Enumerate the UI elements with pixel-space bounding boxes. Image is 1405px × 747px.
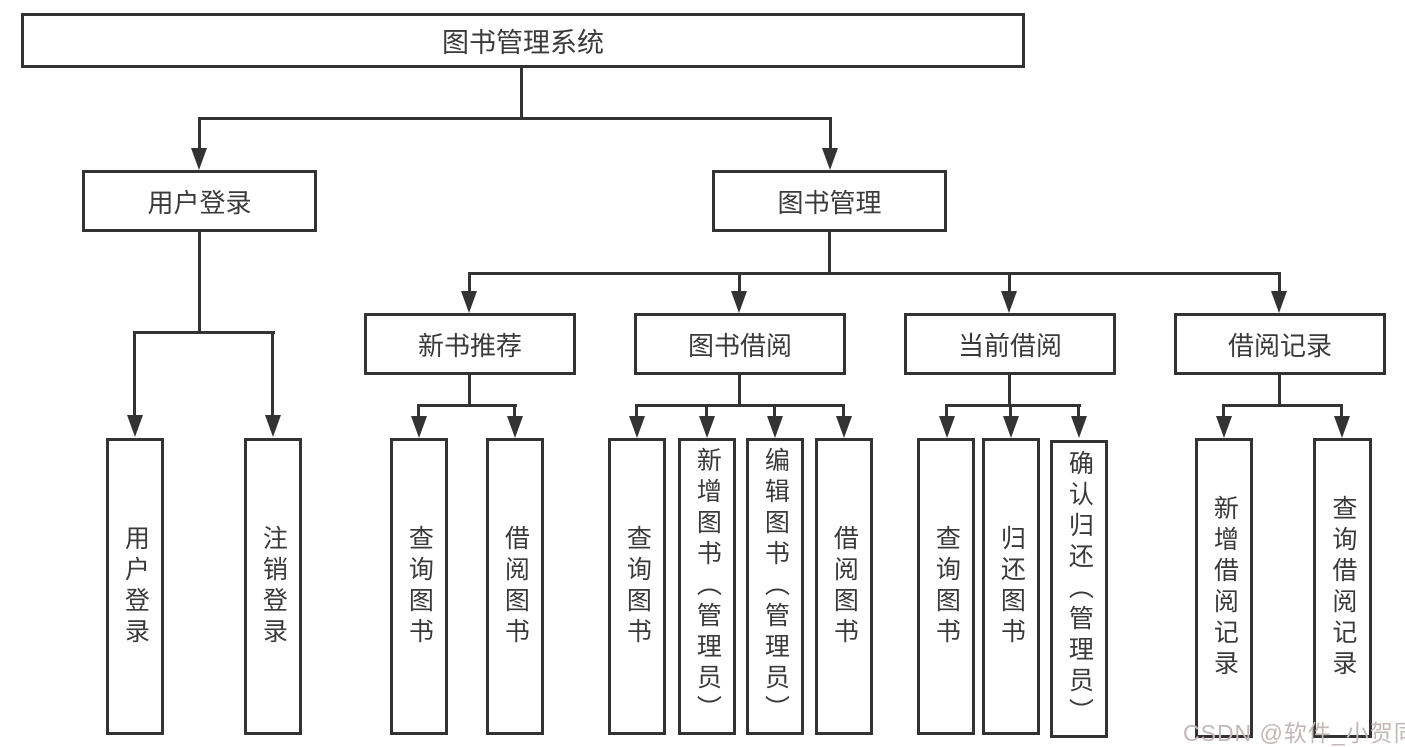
node-label: 当前借阅 xyxy=(957,330,1062,361)
connector-line xyxy=(1008,272,1011,293)
connector-line xyxy=(133,331,136,415)
node-label: 图书借阅 xyxy=(687,330,792,361)
connector-line xyxy=(198,117,201,150)
node-label: 归还图书 xyxy=(997,524,1026,649)
node-user-login-leaf: 用户登录 xyxy=(106,438,164,735)
arrow-down-icon xyxy=(1216,416,1232,438)
connector-line xyxy=(417,404,517,407)
node-return-books: 归还图书 xyxy=(982,438,1040,735)
node-current-borrowing: 当前借阅 xyxy=(904,313,1116,375)
connector-line xyxy=(1278,272,1281,293)
node-query-books-borrow: 查询图书 xyxy=(608,438,666,735)
node-label: 图书管理 xyxy=(777,187,882,218)
node-confirm-return-admin: 确认归还（管理员） xyxy=(1050,440,1108,738)
connector-line xyxy=(520,68,523,120)
connector-line xyxy=(1340,404,1343,418)
node-book-management: 图书管理 xyxy=(712,170,947,232)
connector-line xyxy=(1009,404,1012,418)
node-query-borrow-record: 查询借阅记录 xyxy=(1313,438,1372,738)
arrow-down-icon xyxy=(1003,416,1019,438)
connector-line xyxy=(468,272,1280,275)
arrow-down-icon xyxy=(629,416,645,438)
arrow-down-icon xyxy=(1001,291,1017,313)
node-user-login: 用户登录 xyxy=(82,170,317,232)
node-label: 借阅图书 xyxy=(501,524,530,649)
arrow-down-icon xyxy=(461,291,477,313)
arrow-down-icon xyxy=(507,416,523,438)
connector-line xyxy=(773,404,776,418)
node-label: 图书管理系统 xyxy=(442,28,604,58)
arrow-down-icon xyxy=(1271,291,1287,313)
node-label: 用户登录 xyxy=(147,187,252,218)
node-new-book-recommendation: 新书推荐 xyxy=(364,313,576,375)
arrow-down-icon xyxy=(822,148,838,170)
node-label: 新书推荐 xyxy=(417,330,522,361)
node-query-books-recommend: 查询图书 xyxy=(390,438,448,735)
connector-line xyxy=(1222,404,1225,418)
node-label: 查询图书 xyxy=(932,524,961,649)
connector-line xyxy=(468,272,471,293)
connector-line xyxy=(1278,375,1281,407)
csdn-watermark: CSDN @软件_小贺同学 xyxy=(1183,720,1405,746)
connector-line xyxy=(198,117,832,120)
node-label: 新增借阅记录 xyxy=(1210,495,1239,681)
node-borrowing-records: 借阅记录 xyxy=(1174,313,1386,375)
connector-line xyxy=(468,375,471,407)
arrow-down-icon xyxy=(411,416,427,438)
arrow-down-icon xyxy=(836,416,852,438)
arrow-down-icon xyxy=(731,291,747,313)
node-label: 借阅记录 xyxy=(1227,330,1332,361)
connector-line xyxy=(945,404,1081,407)
connector-line xyxy=(417,404,420,418)
node-add-books-admin: 新增图书（管理员） xyxy=(678,438,736,735)
connector-line xyxy=(842,404,845,418)
connector-line xyxy=(738,375,741,407)
arrow-down-icon xyxy=(699,416,715,438)
connector-line xyxy=(829,117,832,150)
node-label: 查询借阅记录 xyxy=(1328,495,1357,681)
node-label: 查询图书 xyxy=(405,524,434,649)
arrow-down-icon xyxy=(1334,416,1350,438)
connector-line xyxy=(1077,404,1080,418)
node-label: 新增图书（管理员） xyxy=(693,447,722,726)
connector-line xyxy=(945,404,948,418)
node-label: 借阅图书 xyxy=(830,524,859,649)
connector-line xyxy=(635,404,638,418)
connector-line xyxy=(828,232,831,275)
node-label: 编辑图书（管理员） xyxy=(761,447,790,726)
arrow-down-icon xyxy=(1071,416,1087,438)
node-edit-books-admin: 编辑图书（管理员） xyxy=(746,438,804,735)
node-label: 用户登录 xyxy=(121,524,150,649)
arrow-down-icon xyxy=(939,416,955,438)
node-borrow-books-leaf: 借阅图书 xyxy=(815,438,873,735)
node-logout: 注销登录 xyxy=(244,438,302,735)
connector-line xyxy=(271,331,274,415)
node-query-books-current: 查询图书 xyxy=(917,438,975,735)
node-book-borrowing: 图书借阅 xyxy=(634,313,846,375)
node-label: 查询图书 xyxy=(623,524,652,649)
connector-line xyxy=(198,232,201,333)
connector-line xyxy=(134,331,275,334)
connector-line xyxy=(738,272,741,293)
arrow-down-icon xyxy=(191,148,207,170)
connector-line xyxy=(1222,404,1343,407)
connector-line xyxy=(705,404,708,418)
node-add-borrow-record: 新增借阅记录 xyxy=(1195,438,1253,738)
connector-line xyxy=(513,404,516,418)
node-label: 确认归还（管理员） xyxy=(1065,449,1094,729)
node-borrow-books-recommend: 借阅图书 xyxy=(486,438,544,735)
arrow-down-icon xyxy=(265,415,281,437)
connector-line xyxy=(635,404,845,407)
connector-line xyxy=(1008,375,1011,407)
arrow-down-icon xyxy=(127,415,143,437)
node-library-management-system: 图书管理系统 xyxy=(21,13,1025,68)
node-label: 注销登录 xyxy=(259,524,288,649)
arrow-down-icon xyxy=(767,416,783,438)
